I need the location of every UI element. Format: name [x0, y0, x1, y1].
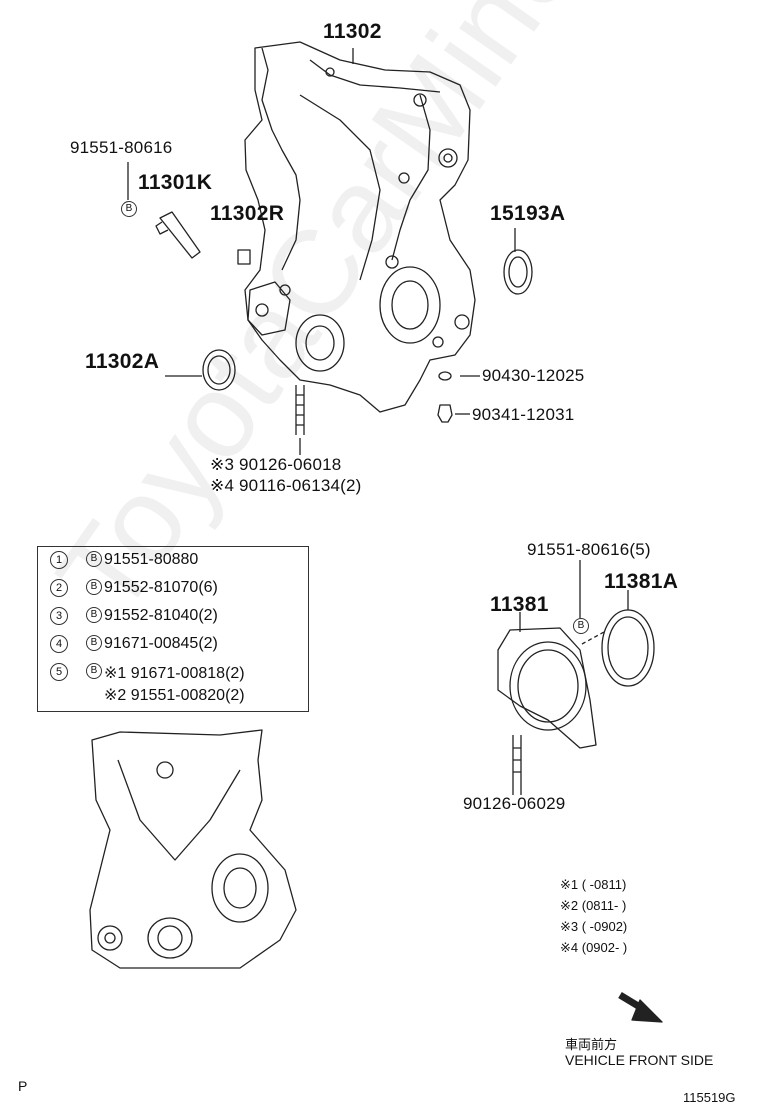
part-label-11381: 11381	[490, 593, 549, 616]
part-label-91551-80616: 91551-80616	[70, 138, 173, 157]
bolt-type-b-badge: B	[86, 607, 102, 623]
legend-number-3: 3	[50, 607, 68, 625]
part-label-11301k: 11301K	[138, 171, 213, 194]
bolt-type-b-badge: B	[86, 579, 102, 595]
bolt-legend-table: 1 B 91551-80880 2 B 91552-81070(6) 3 B 9…	[37, 546, 309, 712]
legend-part-number: 91671-00845(2)	[104, 635, 218, 652]
part-label-91551-80616-5: 91551-80616(5)	[527, 540, 651, 559]
bolt-type-b-badge: B	[86, 551, 102, 567]
note-1: ※1 ( -0811)	[560, 877, 627, 892]
part-label-15193a: 15193A	[490, 202, 566, 225]
legend-part-number: ※1 91671-00818(2)	[104, 665, 245, 682]
legend-part-number: 91552-81040(2)	[104, 607, 218, 624]
part-label-90341-12031: 90341-12031	[472, 405, 575, 424]
part-label-90126-06018: ※3 90126-06018	[210, 455, 342, 474]
legend-number-2: 2	[50, 579, 68, 597]
legend-number-5: 5	[50, 663, 68, 681]
legend-part-number-alt: ※2 91551-00820(2)	[104, 687, 245, 704]
vehicle-front-jp: 車両前方	[565, 1037, 618, 1052]
legend-number-4: 4	[50, 635, 68, 653]
note-3: ※3 ( -0902)	[560, 919, 628, 934]
part-label-90116-06134: ※4 90116-06134(2)	[210, 476, 362, 495]
illustration-number: 115519G	[683, 1090, 736, 1105]
bolt-type-b-badge: B	[121, 201, 137, 217]
legend-part-number: 91552-81070(6)	[104, 579, 218, 596]
legend-part-number: 91551-80880	[104, 551, 199, 568]
part-label-90126-06029: 90126-06029	[463, 794, 566, 813]
bolt-type-b-badge: B	[86, 663, 102, 679]
part-label-11302: 11302	[323, 20, 382, 43]
timing-cover-outline	[244, 41, 476, 413]
part-label-90430-12025: 90430-12025	[482, 366, 585, 385]
part-label-11302a: 11302A	[85, 350, 160, 373]
part-label-11302r: 11302R	[210, 202, 285, 225]
vehicle-front-en: VEHICLE FRONT SIDE	[565, 1052, 714, 1068]
legend-number-1: 1	[50, 551, 68, 569]
bolt-type-b-badge-2: B	[573, 618, 589, 634]
bolt-type-b-badge: B	[86, 635, 102, 651]
footer-left-marker: P	[18, 1078, 28, 1094]
note-2: ※2 (0811- )	[560, 898, 627, 913]
note-4: ※4 (0902- )	[560, 940, 628, 955]
part-label-11381a: 11381A	[604, 570, 679, 593]
